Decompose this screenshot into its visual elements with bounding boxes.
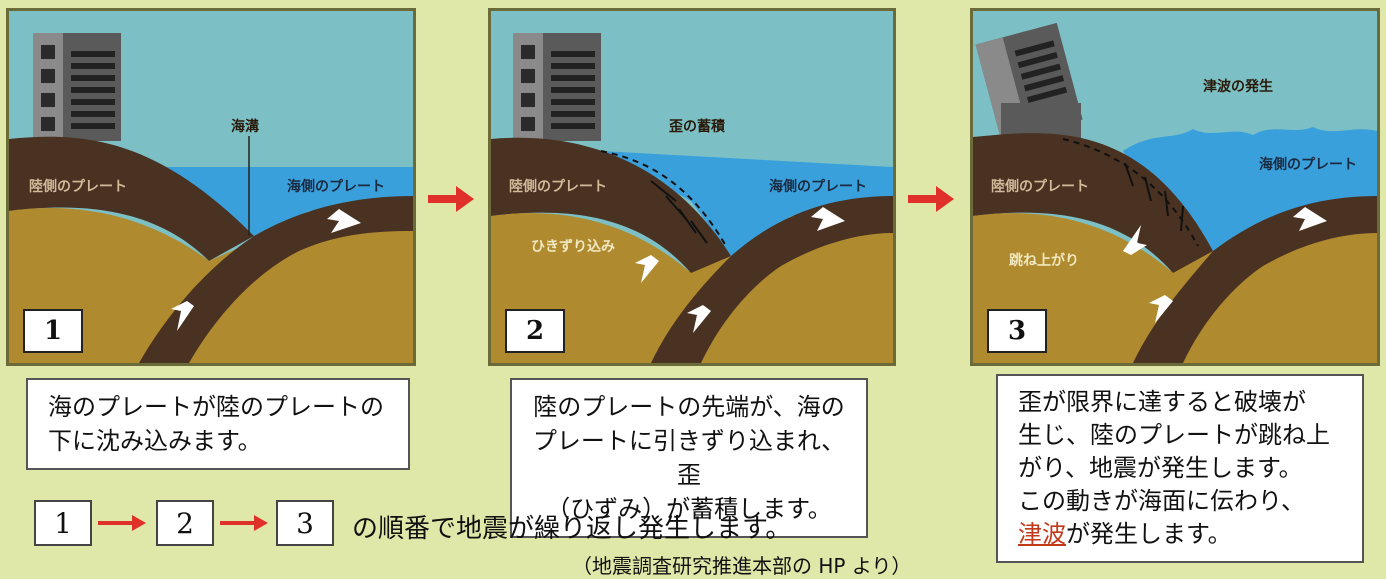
land-plate-label: 陸側のプレート [29,178,127,195]
sea-plate-label: 海側のプレート [769,178,867,195]
sequence-text: の順番で地震が繰り返し発生します。 [352,514,792,544]
panel-number: 1 [23,309,83,353]
panel-number: 2 [505,309,565,353]
panel-2: 歪の蓄積 陸側のプレート 海側のプレート ひきずり込み 2 [488,8,896,366]
red-arrow-icon [220,515,268,531]
caption-line: 下に沈み込みます。 [48,427,262,455]
caption-line: この動きが海面に伝わり、 [1018,487,1306,515]
building-icon [33,33,121,141]
panel-number: 3 [987,309,1047,353]
panel-3-diagram: 津波の発生 陸側のプレート 海側のプレート 跳ね上がり [973,11,1377,363]
caption-line: 海のプレートが陸のプレートの [48,393,384,421]
source-credit: （地震調査研究推進本部の HP より） [572,554,912,578]
caption-line: （ひずみ）が蓄積します。 [546,495,832,523]
caption-2: 陸のプレートの先端が、海の プレートに引きずり込まれ、歪 （ひずみ）が蓄積します… [510,378,868,538]
white-arrow-icon [687,305,711,333]
rebound-label: 跳ね上がり [1009,252,1079,269]
caption-line: 生じ、陸のプレートが跳ね上 [1018,421,1330,449]
strain-label: 歪の蓄積 [669,118,726,135]
white-arrow-icon [327,209,361,233]
sequence-step-1: 1 [34,500,92,546]
land-plate-label: 陸側のプレート [991,178,1089,195]
sequence-step-3: 3 [276,500,334,546]
caption-line: 歪が限界に達すると破壊が [1018,388,1306,416]
trench-label: 海溝 [231,118,259,135]
white-arrow-icon [1149,295,1173,323]
caption-3: 歪が限界に達すると破壊が 生じ、陸のプレートが跳ね上 がり、地震が発生します。 … [996,374,1364,563]
white-arrow-icon [1293,207,1327,231]
caption-1: 海のプレートが陸のプレートの 下に沈み込みます。 [26,378,410,470]
panel-1: 海溝 陸側のプレート 海側のプレート 1 [6,8,416,366]
white-arrow-icon [635,255,659,283]
panel-2-diagram: 歪の蓄積 陸側のプレート 海側のプレート ひきずり込み [491,11,893,363]
caption-line-last: 津波が発生します。 [1018,518,1342,551]
building-icon [513,33,601,141]
red-arrow-icon [908,186,954,212]
sea-plate-label: 海側のプレート [1259,156,1357,173]
white-arrow-icon [1123,225,1147,255]
caption-line: がり、地震が発生します。 [1018,454,1303,482]
caption-line: プレートに引きずり込まれ、歪 [532,427,846,489]
sequence-step-2: 2 [156,500,214,546]
caption-line-tail: が発生します。 [1066,520,1232,548]
white-arrow-icon [171,301,194,331]
drag-label: ひきずり込み [531,238,615,255]
caption-line: 陸のプレートの先端が、海の [533,393,845,421]
tsunami-link[interactable]: 津波 [1018,520,1066,548]
white-arrow-icon [811,207,845,231]
tsunami-label: 津波の発生 [1203,78,1273,95]
red-arrow-icon [98,515,146,531]
red-arrow-icon [428,186,474,212]
panel-3: 津波の発生 陸側のプレート 海側のプレート 跳ね上がり 3 [970,8,1380,366]
land-plate-label: 陸側のプレート [509,178,607,195]
sea-plate-label: 海側のプレート [287,178,385,195]
